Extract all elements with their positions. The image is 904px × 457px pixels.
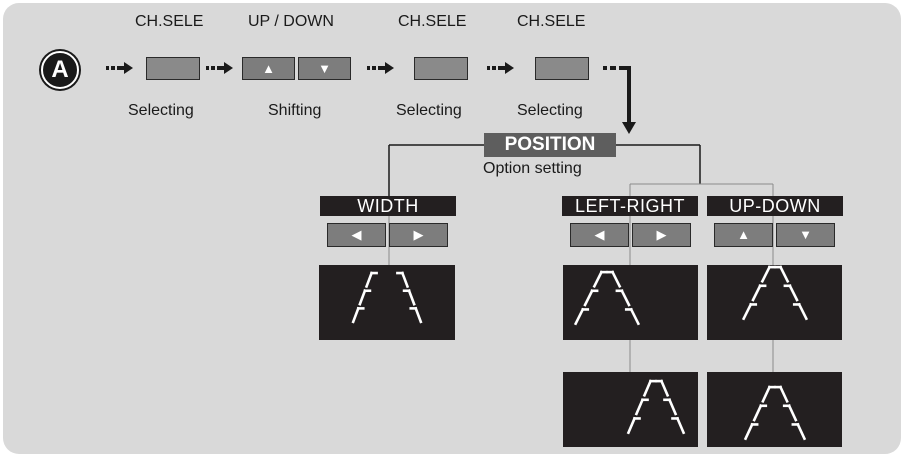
up-down-down-button[interactable]: ▼	[776, 223, 835, 247]
step3-top-label: CH.SELE	[398, 13, 467, 30]
up-button[interactable]: ▲	[242, 57, 295, 80]
left-right-preview-screen-2	[563, 372, 698, 447]
up-down-preview-screen-2	[707, 372, 842, 447]
step2-top-label: UP / DOWN	[248, 13, 334, 30]
width-header: WIDTH	[320, 196, 456, 216]
left-right-right-button[interactable]: ▶	[632, 223, 691, 247]
up-down-up-button[interactable]: ▲	[714, 223, 773, 247]
step4-top-label: CH.SELE	[517, 13, 586, 30]
up-down-header: UP-DOWN	[707, 196, 843, 216]
ch-sele-button-3[interactable]	[535, 57, 589, 80]
ch-sele-button-1[interactable]	[146, 57, 200, 80]
up-arrow-icon: ▲	[262, 61, 275, 76]
left-right-header: LEFT-RIGHT	[562, 196, 698, 216]
step4-bottom-label: Selecting	[517, 102, 583, 119]
step2-bottom-label: Shifting	[268, 102, 322, 119]
position-label: POSITION	[484, 133, 616, 157]
right-arrow-icon: ▶	[656, 227, 667, 242]
step1-bottom-label: Selecting	[128, 102, 194, 119]
option-setting-caption: Option setting	[483, 160, 582, 177]
step3-bottom-label: Selecting	[396, 102, 462, 119]
right-arrow-icon: ▶	[413, 227, 424, 242]
left-arrow-icon: ◀	[351, 227, 362, 242]
width-left-button[interactable]: ◀	[327, 223, 386, 247]
circle-a-icon: A	[41, 51, 79, 89]
dashed-elbow-arrow-icon	[603, 66, 636, 134]
down-button[interactable]: ▼	[298, 57, 351, 80]
up-down-preview-screen-1	[707, 265, 842, 340]
ch-sele-button-2[interactable]	[414, 57, 468, 80]
down-arrow-icon: ▼	[318, 61, 331, 76]
step1-top-label: CH.SELE	[135, 13, 204, 30]
left-arrow-icon: ◀	[594, 227, 605, 242]
up-arrow-icon: ▲	[737, 227, 750, 242]
down-arrow-icon: ▼	[799, 227, 812, 242]
width-preview-screen	[319, 265, 455, 340]
marker-label: A	[51, 56, 69, 83]
left-right-left-button[interactable]: ◀	[570, 223, 629, 247]
width-right-button[interactable]: ▶	[389, 223, 448, 247]
